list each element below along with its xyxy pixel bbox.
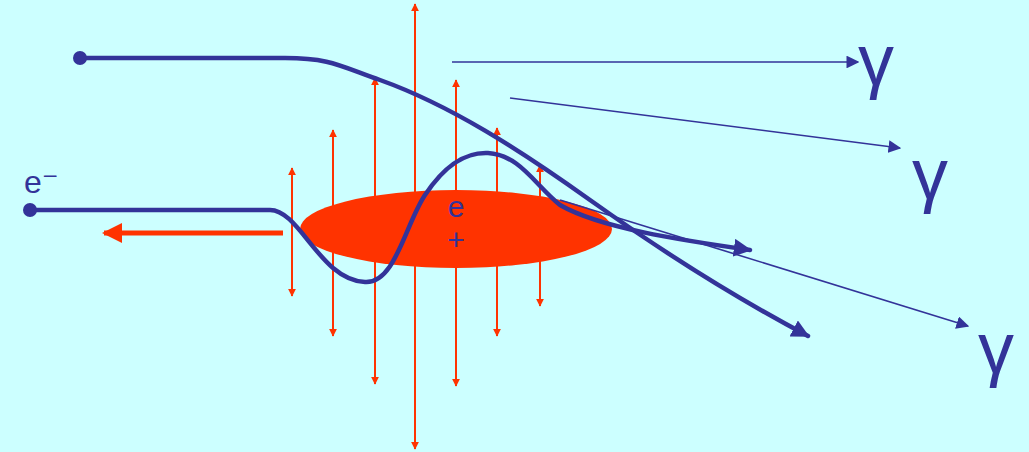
beam-direction-arrow: [104, 231, 283, 236]
electron-trajectories: [30, 58, 808, 336]
particle-label: e+: [446, 190, 467, 256]
photon-label: γ: [978, 312, 1014, 384]
photon-label: γ: [858, 24, 894, 96]
photon-lines: [452, 62, 968, 326]
photon-label: γ: [912, 138, 948, 210]
particle-label: e⁻: [24, 166, 59, 198]
beam-start-dots: [23, 51, 87, 217]
